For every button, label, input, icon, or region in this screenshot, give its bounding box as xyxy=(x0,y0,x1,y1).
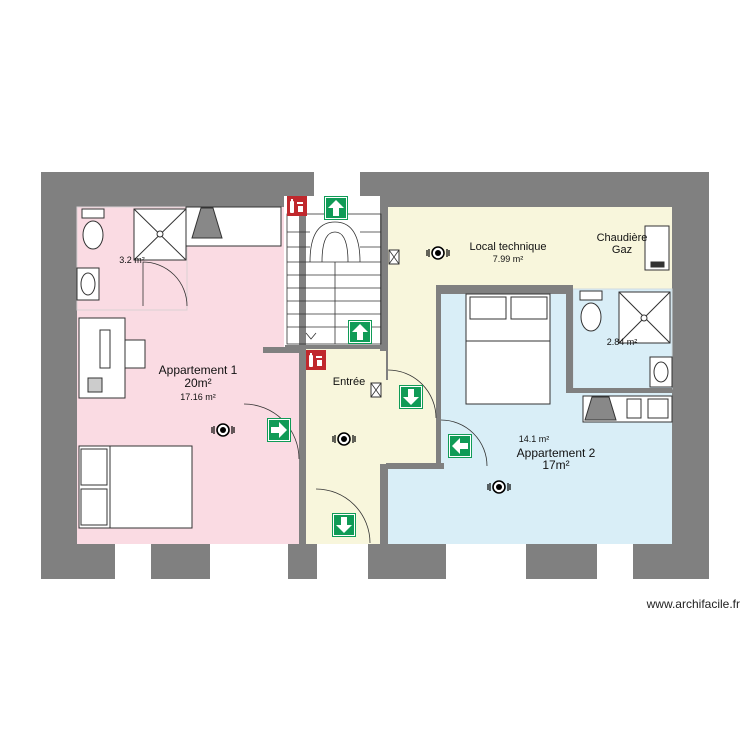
fire-extinguisher-icon xyxy=(306,350,326,370)
bed-1 xyxy=(78,445,193,529)
emergency-exit-icon xyxy=(266,417,292,443)
emergency-exit-icon xyxy=(398,384,424,410)
boiler-unit xyxy=(644,225,670,271)
emergency-exit-icon xyxy=(347,319,373,345)
apartment-2-area-label: 17m² xyxy=(542,458,569,472)
technical-door xyxy=(387,369,437,419)
boiler-type: Gaz xyxy=(612,244,632,256)
top-window xyxy=(314,172,360,196)
bed-2 xyxy=(465,293,551,405)
emergency-exit-icon xyxy=(447,433,473,459)
apartment-1-area-measured: 17.16 m² xyxy=(180,392,216,402)
front-door xyxy=(315,488,371,544)
apartment-2-name: Appartement 2 xyxy=(517,446,596,460)
apartment-1-name: Appartement 1 xyxy=(159,363,238,377)
bathroom-1-door xyxy=(142,261,188,307)
desk xyxy=(78,317,146,399)
toilet-2 xyxy=(579,290,603,332)
bathroom-2-area: 2.84 m² xyxy=(607,337,638,347)
shower-1 xyxy=(133,208,187,261)
entry-floor xyxy=(306,348,436,544)
sink-2 xyxy=(649,356,673,388)
fire-extinguisher-icon xyxy=(287,196,307,216)
entry-name: Entrée xyxy=(333,376,365,388)
electric-panel-icon xyxy=(370,382,382,398)
credit-link[interactable]: www.archifacile.fr xyxy=(646,597,740,611)
electric-panel-icon xyxy=(388,249,400,265)
interior-walls xyxy=(263,196,672,544)
technical-room-name: Local technique xyxy=(469,241,546,253)
apartment-2-door xyxy=(440,419,488,467)
toilet-1 xyxy=(81,208,105,250)
apartment-2-area-measured: 14.1 m² xyxy=(519,434,550,444)
emergency-exit-icon xyxy=(331,512,357,538)
boiler-label: Chaudière xyxy=(597,232,648,244)
sink-1 xyxy=(76,267,100,301)
bottom-windows xyxy=(115,544,633,579)
emergency-exit-icon xyxy=(323,195,349,221)
kitchen-counter xyxy=(185,206,282,247)
apartment-1-area-label: 20m² xyxy=(184,376,211,390)
shower-2 xyxy=(618,291,671,344)
technical-room-area: 7.99 m² xyxy=(493,254,524,264)
bathroom-1-area: 3.2 m² xyxy=(119,255,145,265)
kitchenette-2 xyxy=(582,395,673,423)
